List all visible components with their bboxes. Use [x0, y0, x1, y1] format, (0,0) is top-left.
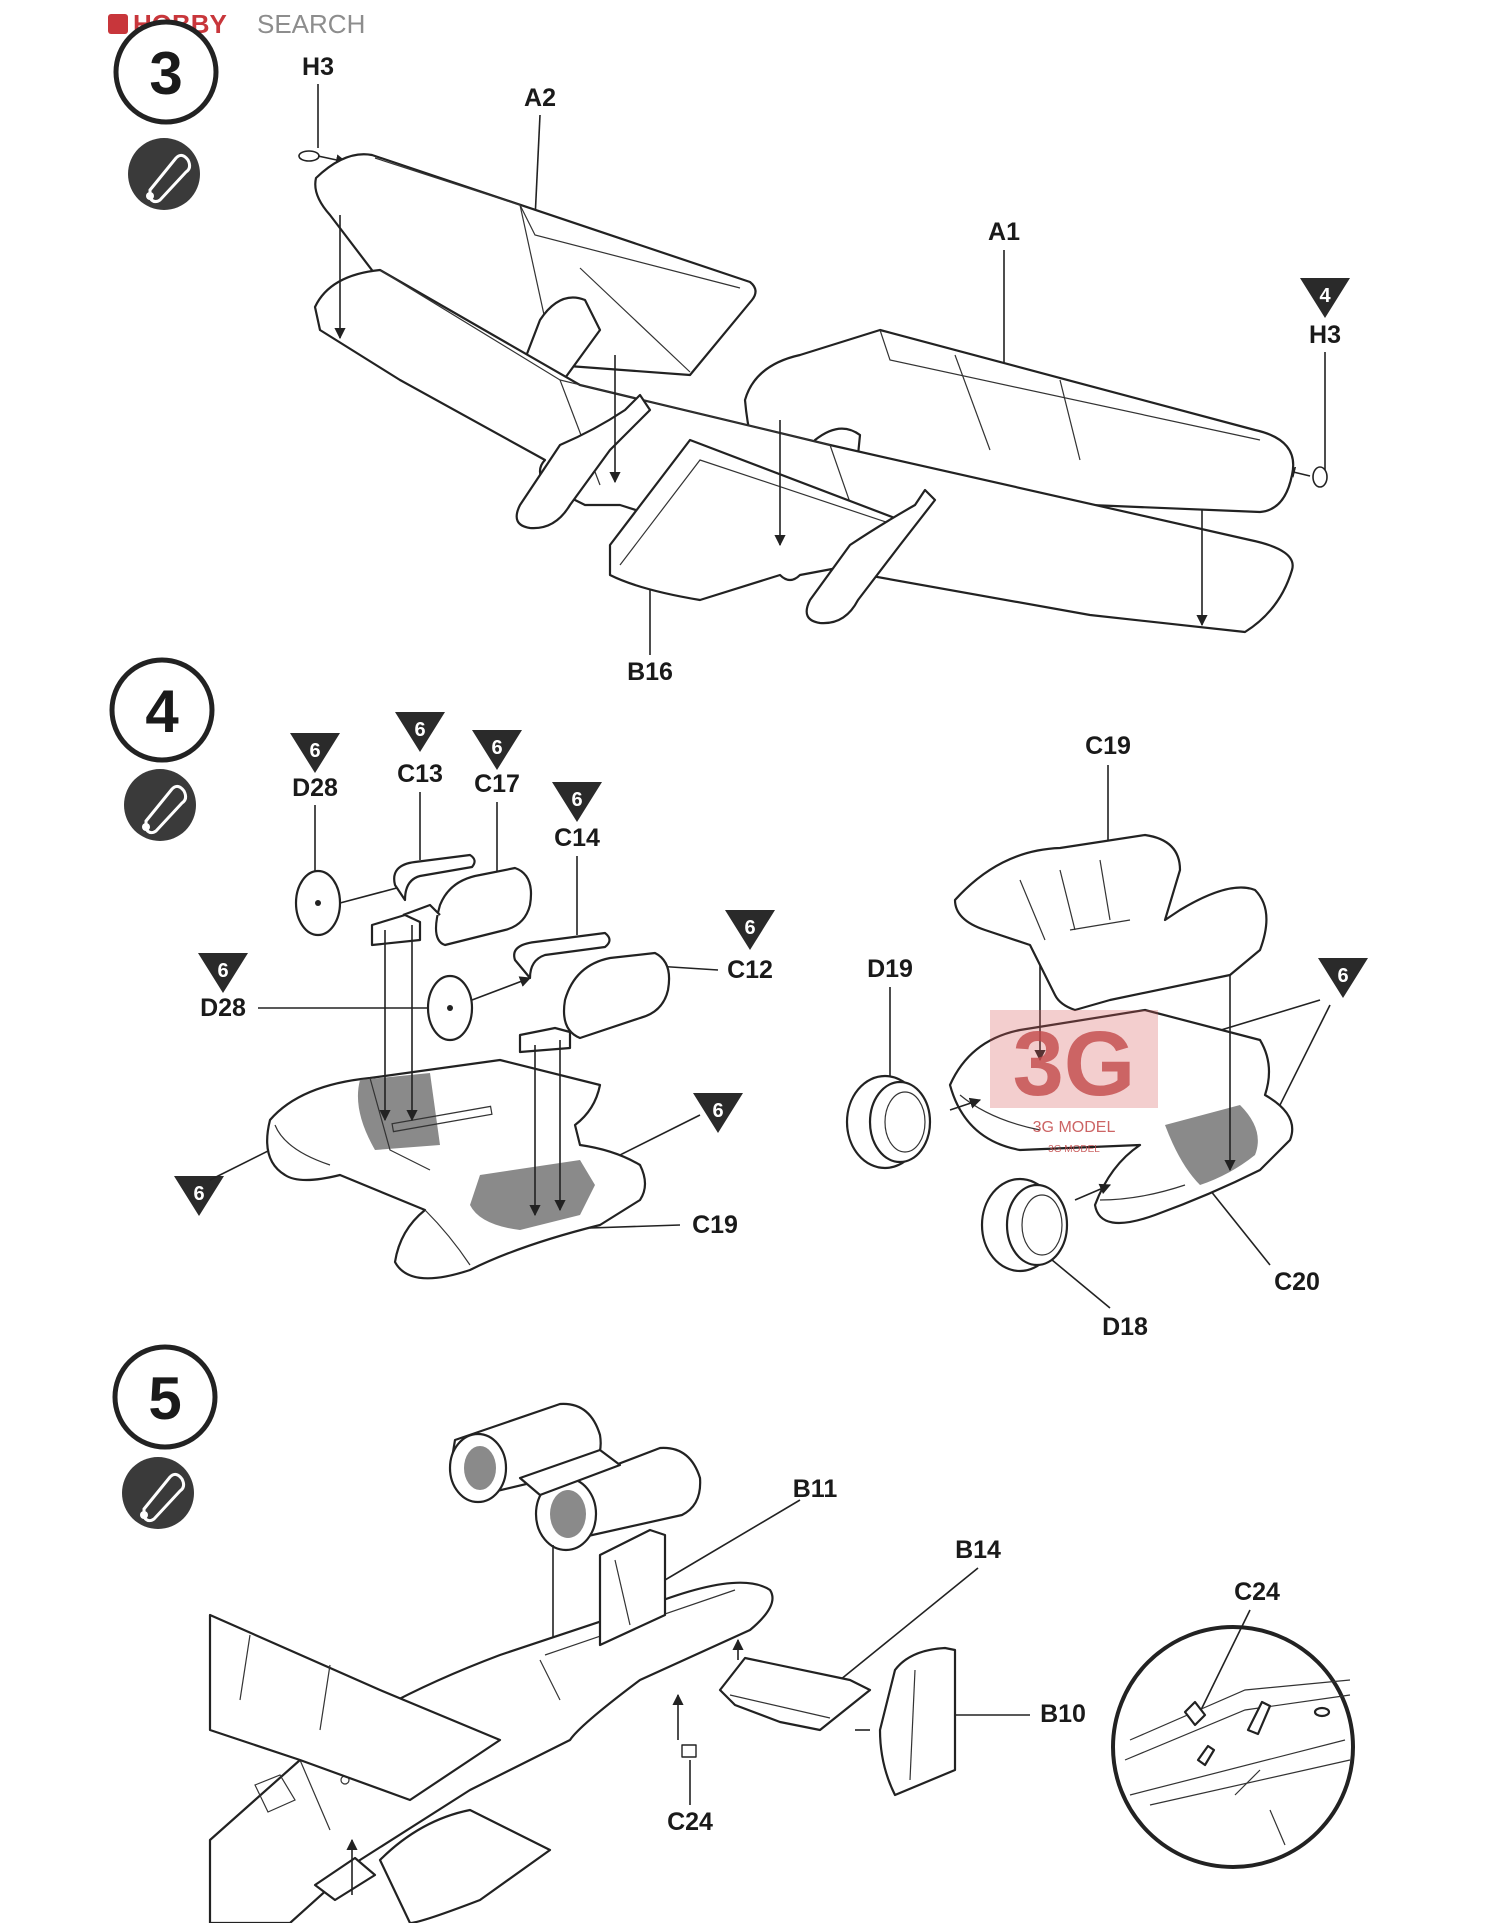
marker-triangle: 4 [1300, 278, 1350, 318]
callout-c13: C13 [397, 760, 443, 788]
part-c19-cover [953, 833, 1268, 1012]
callout-c24-main: C24 [667, 1808, 713, 1836]
part-c13 [393, 853, 476, 902]
svg-text:4: 4 [1319, 285, 1331, 307]
marker-triangle-right-shade: 6 [693, 1093, 743, 1133]
main-wing [208, 1613, 502, 1802]
svg-text:6: 6 [193, 1183, 204, 1205]
callout-c17: C17 [474, 770, 520, 798]
marker-triangle-c13: 6 [395, 712, 445, 752]
svg-text:6: 6 [414, 719, 425, 741]
nacelle-lower-left [515, 393, 652, 530]
part-d28-disc-top [294, 869, 342, 937]
glue-tube-icon [128, 138, 200, 210]
svg-text:6: 6 [571, 789, 582, 811]
marker-triangle-c20: 6 [1318, 958, 1368, 998]
brand-search-text: SEARCH [257, 9, 365, 39]
callout-c24-detail: C24 [1234, 1578, 1280, 1606]
part-b10 [878, 1646, 957, 1797]
callout-b11: B11 [793, 1475, 838, 1503]
step-3-number: 3 [149, 40, 182, 107]
callout-a1: A1 [988, 218, 1020, 246]
step-3: 3 H3 A2 A1 4 H3 B16 [113, 19, 1350, 686]
watermark-subtitle-small: 3G MODEL [1048, 1144, 1100, 1155]
step-4: 4 6 D28 6 C13 6 C17 6 C14 [109, 657, 1368, 1341]
nacelle-lower-right [805, 488, 937, 625]
watermark-subtitle: 3G MODEL [1033, 1119, 1116, 1136]
step-4-number: 4 [145, 678, 179, 745]
callout-c19-left: C19 [692, 1211, 738, 1239]
callout-c12: C12 [727, 956, 773, 984]
callout-h3-right: H3 [1309, 321, 1341, 349]
marker-triangle-d28-top: 6 [290, 733, 340, 773]
part-d19-ring [845, 1074, 932, 1170]
callout-a2: A2 [524, 84, 556, 112]
callout-b16: B16 [627, 658, 673, 686]
step-3-badge: 3 [113, 19, 219, 125]
svg-text:6: 6 [309, 740, 320, 762]
part-b11 [598, 1528, 667, 1647]
part-c14 [513, 931, 611, 980]
detail-zoom: C24 [1111, 1578, 1355, 1869]
logo-mark-icon [108, 14, 128, 34]
callout-d28-mid: D28 [200, 994, 246, 1022]
step-5: 5 B11 B14 B10 C24 [112, 1344, 1355, 1923]
callout-c20: C20 [1274, 1268, 1320, 1296]
glue-tube-icon [124, 769, 196, 841]
marker-triangle-c17: 6 [472, 730, 522, 770]
callout-c14: C14 [554, 824, 600, 852]
svg-text:6: 6 [744, 917, 755, 939]
svg-text:6: 6 [491, 737, 502, 759]
step-5-badge: 5 [112, 1344, 218, 1450]
watermark-mark: 3G [1013, 1013, 1136, 1115]
part-c17 [434, 866, 533, 947]
callout-d19: D19 [867, 955, 913, 983]
callout-d28-top: D28 [292, 774, 338, 802]
part-d18-ring [980, 1177, 1069, 1273]
part-b14 [718, 1656, 872, 1732]
callout-b10: B10 [1040, 1700, 1086, 1728]
callout-c19-right: C19 [1085, 732, 1131, 760]
callout-b14: B14 [955, 1536, 1001, 1564]
marker-triangle-c14: 6 [552, 782, 602, 822]
marker-triangle-left-shade: 6 [174, 1176, 224, 1216]
svg-text:6: 6 [217, 960, 228, 982]
callout-h3-left: H3 [302, 53, 334, 81]
marker-triangle-d28-mid: 6 [198, 953, 248, 993]
step-5-number: 5 [148, 1365, 181, 1432]
marker-triangle-c12: 6 [725, 910, 775, 950]
part-d28-disc-mid [426, 974, 474, 1042]
part-b16-panel [608, 438, 902, 602]
part-c12 [562, 951, 671, 1040]
callout-d18: D18 [1102, 1313, 1148, 1341]
svg-text:6: 6 [712, 1100, 723, 1122]
svg-text:6: 6 [1337, 965, 1348, 987]
step-4-badge: 4 [109, 657, 215, 763]
watermark-3g: 3G 3G MODEL 3G MODEL [990, 1010, 1158, 1155]
glue-tube-icon [122, 1457, 194, 1529]
